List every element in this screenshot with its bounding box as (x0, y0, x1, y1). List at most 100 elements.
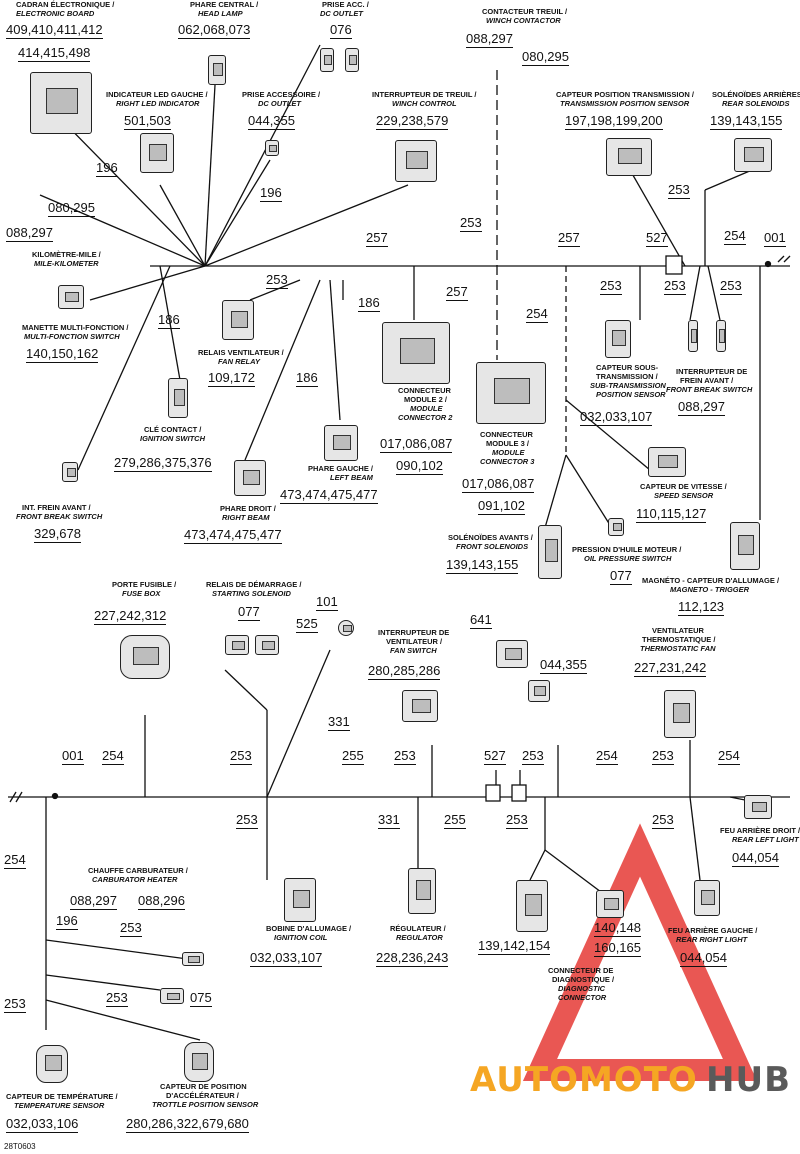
mod2-ref2: 090,102 (396, 458, 443, 475)
wire-331: 331 (378, 812, 400, 829)
dcout-en: DC OUTLET (320, 9, 363, 18)
wire-254: 254 (102, 748, 124, 765)
lbeam-ref: 473,474,475,477 (280, 487, 378, 504)
thermo-ref: 227,231,242 (634, 660, 707, 677)
wire-253: 253 (652, 748, 674, 765)
fansw-fr1: INTERRUPTEUR DE (378, 628, 450, 637)
reg-fr: RÉGULATEUR / (390, 924, 446, 933)
fansw-en: FAN SWITCH (390, 646, 437, 655)
lbeam-en: LEFT BEAM (330, 473, 373, 482)
fanrelay-fr: RELAIS VENTILATEUR / (198, 348, 284, 357)
headlamp-fr: PHARE CENTRAL / (190, 0, 259, 9)
subtrans-fr1: CAPTEUR SOUS- (596, 363, 659, 372)
mod2-ref1: 017,086,087 (380, 436, 453, 453)
reg-ref: 228,236,243 (376, 950, 449, 967)
wire-257: 257 (366, 230, 388, 247)
diag-fr1: CONNECTEUR DE (548, 966, 614, 975)
wire-253: 253 (236, 812, 258, 829)
tps-fr2: D'ACCÉLÉRATEUR / (166, 1091, 239, 1100)
mod2-en1: MODULE (410, 404, 443, 413)
rear-right-light-icon (694, 880, 720, 916)
ref-101: 101 (316, 594, 338, 611)
rearsol-en: REAR SOLENOIDS (722, 99, 790, 108)
diag-en2: CONNECTOR (558, 993, 607, 1002)
carb-ref: 080,295 (48, 200, 95, 217)
temp-ref: 032,033,106 (6, 1116, 79, 1133)
winchcont-en: WINCH CONTACTOR (486, 16, 561, 25)
wire-254: 254 (718, 748, 740, 765)
module2-connector-icon (382, 322, 450, 384)
rearsol-fr: SOLÉNOÏDES ARRIÈRES / (712, 90, 800, 99)
wire-255: 255 (342, 748, 364, 765)
dash-fr: CADRAN ÉLECTRONIQUE / (16, 0, 115, 9)
subtrans-fr2: TRANSMISSION / (596, 372, 658, 381)
winchcont-fr: CONTACTEUR TREUIL / (482, 7, 568, 16)
temp-fr: CAPTEUR DE TEMPÉRATURE / (6, 1092, 118, 1101)
rearright-ref: 044,054 (680, 950, 727, 967)
subtrans-icon (605, 320, 631, 358)
subtrans-ref: 032,033,107 (580, 409, 653, 426)
diag-ref2: 160,165 (594, 940, 641, 957)
dc-outlet-icon (320, 48, 334, 72)
ref-075: 075 (190, 990, 212, 1007)
mod2-en2: CONNECTOR 2 (398, 413, 453, 422)
wire-253: 253 (664, 278, 686, 295)
rearleft-fr: FEU ARRIÈRE DROIT / (720, 826, 800, 835)
ref-044: 044,355 (540, 657, 587, 674)
oil-en: OIL PRESSURE SWITCH (584, 554, 672, 563)
dash-ref2: 414,415,498 (18, 45, 91, 62)
unnamed-ref: 139,142,154 (478, 938, 551, 955)
multi-fr: MANETTE MULTI-FONCTION / (22, 323, 129, 332)
winchcont-ref1: 088,297 (466, 31, 513, 48)
coil-ref: 032,033,107 (250, 950, 323, 967)
rbeam-en: RIGHT BEAM (222, 513, 270, 522)
mod3-fr2: MODULE 3 / (486, 439, 529, 448)
dash-ref1: 409,410,411,412 (6, 22, 103, 39)
wire-257: 257 (446, 284, 468, 301)
fsol-ref: 139,143,155 (446, 557, 519, 574)
diag-en1: DIAGNOSTIC (558, 984, 606, 993)
wire-527: 527 (646, 230, 668, 247)
coil-fr: BOBINE D'ALLUMAGE / (266, 924, 352, 933)
carb-fr: CHAUFFE CARBURATEUR / (88, 866, 188, 875)
mod2-fr1: CONNECTEUR (398, 386, 451, 395)
rbeam-ref: 473,474,475,477 (184, 527, 282, 544)
winch-control-icon (395, 140, 437, 182)
wire-196: 196 (96, 160, 118, 177)
ref-331: 331 (328, 714, 350, 731)
acc-en: DC OUTLET (258, 99, 301, 108)
wire-196: 196 (260, 185, 282, 202)
wire-253: 253 (266, 272, 288, 289)
thermo-fr2: THERMOSTATIQUE / (642, 635, 716, 644)
unnamed-connector-icon (516, 880, 548, 932)
mod2-fr2: MODULE 2 / (404, 395, 447, 404)
oil-pressure-icon (608, 518, 624, 536)
intbrake-fr: INT. FREIN AVANT / (22, 503, 91, 512)
subtrans-en1: SUB-TRANSMISSION (590, 381, 666, 390)
wire-254: 254 (724, 228, 746, 245)
dash-connector-icon (30, 72, 92, 134)
front-solenoid-icon (538, 525, 562, 579)
wire-253: 253 (668, 182, 690, 199)
rbeam-fr: PHARE DROIT / (220, 504, 276, 513)
mod3-en2: CONNECTOR 3 (480, 457, 535, 466)
km-fr: KILOMÈTRE-MILE / (32, 250, 101, 259)
fuse-en: FUSE BOX (122, 589, 161, 598)
headlamp-connector-icon (208, 55, 226, 85)
carb-en: CARBURATOR HEATER (92, 875, 178, 884)
wire-253: 253 (4, 996, 26, 1013)
rearleft-ref: 044,054 (732, 850, 779, 867)
wire-186: 186 (296, 370, 318, 387)
rearright-en: REAR RIGHT LIGHT (676, 935, 748, 944)
diag-fr2: DIAGNOSTIQUE / (552, 975, 615, 984)
winchctl-en: WINCH CONTROL (392, 99, 457, 108)
fanrelay-en: FAN RELAY (218, 357, 260, 366)
fansw-fr2: VENTILATEUR / (386, 637, 443, 646)
temp-sensor-icon (36, 1045, 68, 1083)
fsol-en: FRONT SOLENOIDS (456, 542, 529, 551)
wire-001: 001 (62, 748, 84, 765)
magneto-ref: 112,123 (678, 599, 725, 616)
conn-044-icon (528, 680, 550, 702)
winchctl-ref: 229,238,579 (376, 113, 449, 130)
rearleft-en: REAR LEFT LIGHT (732, 835, 799, 844)
